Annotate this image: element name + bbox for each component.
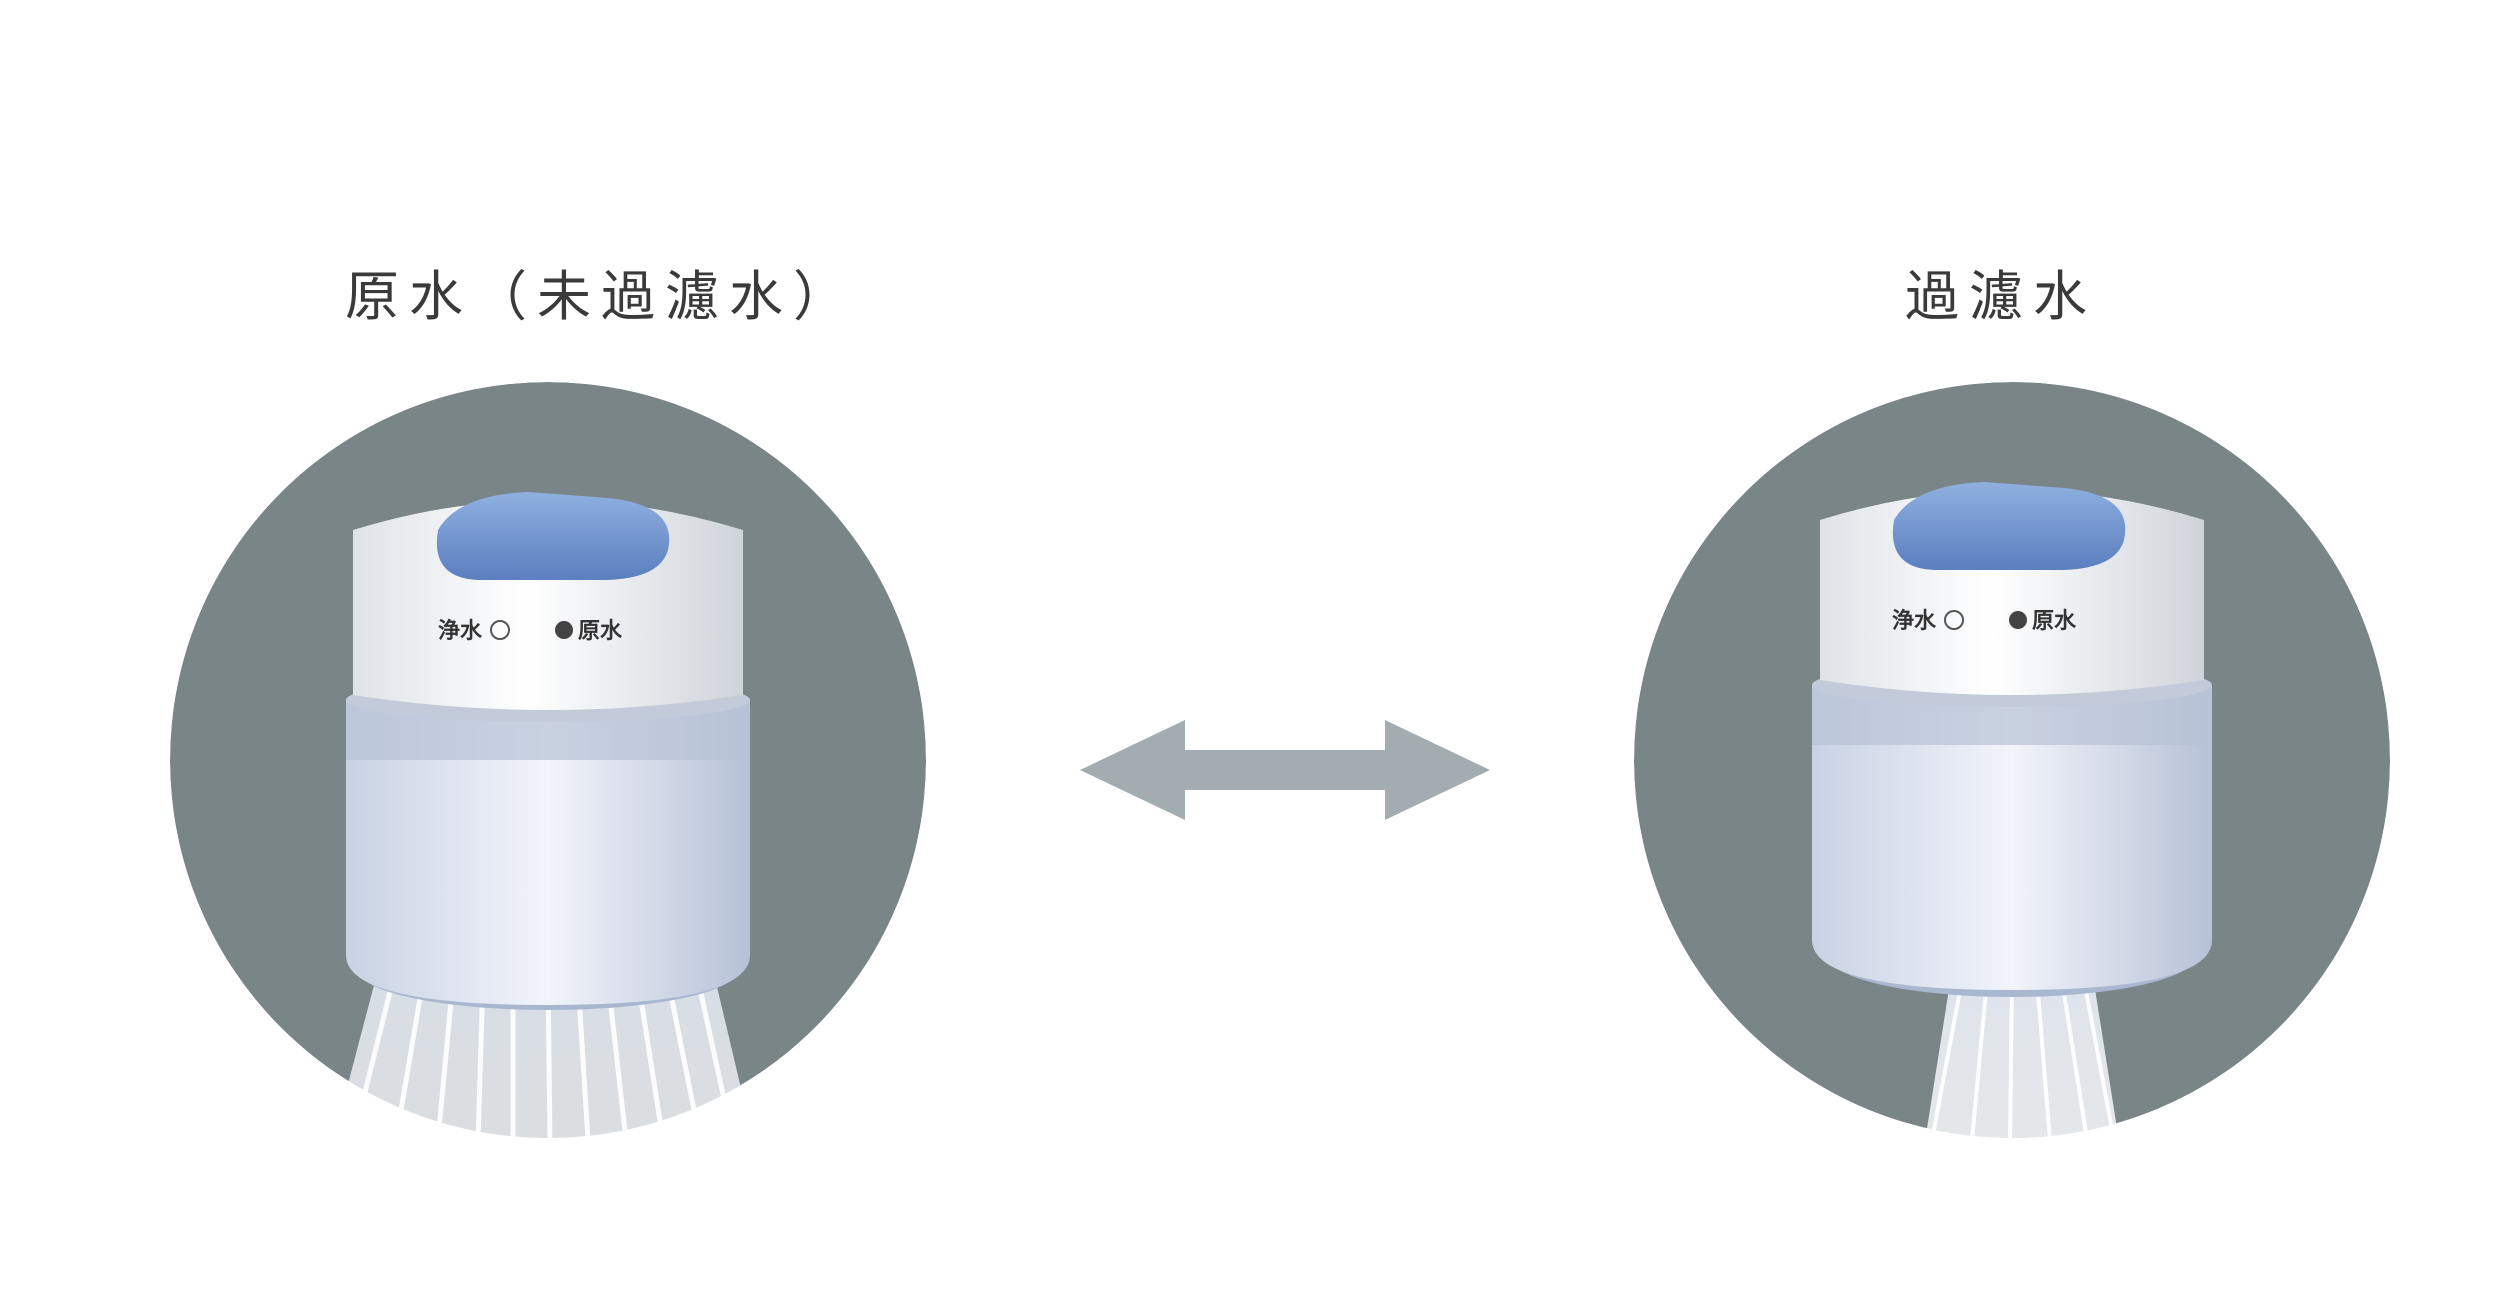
raw-indicator-icon [2009,611,2027,629]
lever-icon [1892,482,2126,570]
purified-label: 浄水 [1892,608,1937,634]
raw-label: 原水 [578,619,623,644]
filtered-water-title: 過濾水 [1905,265,2097,328]
raw-indicator-icon [555,621,573,639]
filtered-water-photo: 浄水 原水 [1632,380,2392,1140]
purified-label: 浄水 [438,618,483,644]
purified-indicator-icon [490,620,510,640]
double-arrow-icon [1080,720,1490,820]
raw-label: 原水 [2032,609,2077,634]
lever-icon [436,492,670,580]
purified-indicator-icon [1944,610,1964,630]
raw-water-title: 原水（未過濾水） [345,265,857,328]
raw-water-photo: 浄水 原水 [168,380,928,1140]
